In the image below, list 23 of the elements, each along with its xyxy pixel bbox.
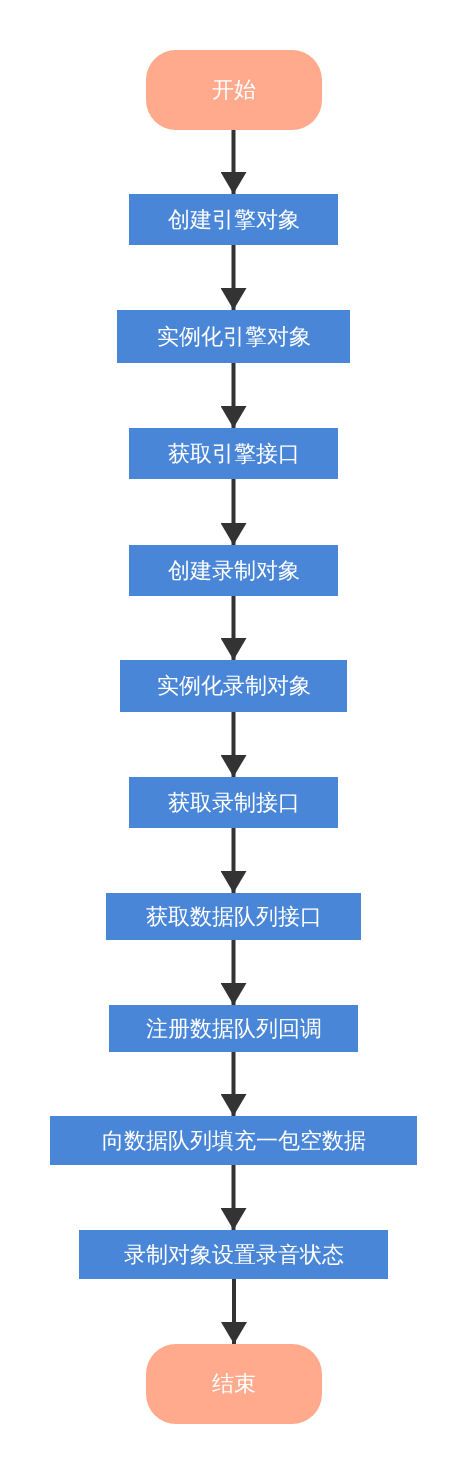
arrow	[220, 712, 247, 777]
arrow	[220, 1165, 247, 1230]
process-box: 创建录制对象	[129, 545, 338, 596]
process-box: 创建引擎对象	[129, 194, 338, 245]
arrow	[220, 245, 247, 310]
arrow	[220, 130, 247, 194]
arrow	[220, 940, 247, 1005]
arrow	[221, 1279, 247, 1344]
process-box: 注册数据队列回调	[109, 1005, 358, 1052]
process-box: 录制对象设置录音状态	[79, 1230, 388, 1279]
arrow	[220, 596, 247, 660]
arrow	[220, 363, 247, 428]
arrow	[220, 828, 247, 893]
process-box: 实例化引擎对象	[117, 310, 350, 363]
terminal-box: 结束	[146, 1344, 322, 1424]
process-box: 获取引擎接口	[129, 428, 338, 479]
process-box: 向数据队列填充一包空数据	[50, 1116, 417, 1165]
terminal-box: 开始	[146, 50, 322, 130]
arrow	[220, 479, 247, 545]
process-box: 获取录制接口	[129, 777, 338, 828]
process-box: 实例化录制对象	[120, 660, 347, 712]
process-box: 获取数据队列接口	[106, 893, 361, 940]
arrow	[220, 1052, 247, 1116]
